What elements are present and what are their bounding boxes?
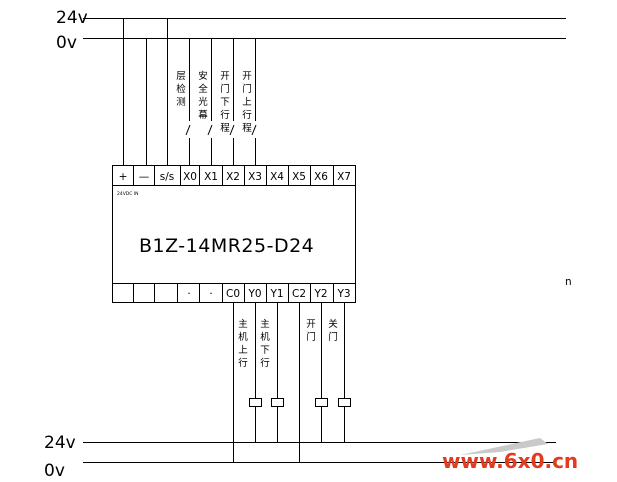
terminal-dot-1: · — [187, 288, 190, 300]
bottom-terminal-labels: · · C0 Y0 Y1 C2 Y2 Y3 — [187, 288, 350, 300]
terminal-y2: Y2 — [313, 288, 327, 300]
input-label-x1: 安 全 光 幕 — [198, 70, 208, 121]
svg-text:门: 门 — [328, 331, 338, 343]
svg-text:门: 门 — [242, 83, 252, 95]
terminal-x0: X0 — [183, 171, 197, 183]
plc-body — [112, 165, 356, 303]
terminal-y1: Y1 — [269, 288, 283, 300]
svg-text:幕: 幕 — [198, 109, 208, 121]
terminal-dot-2: · — [209, 288, 212, 300]
top-24v-label: 24v — [56, 8, 88, 28]
output-y2-wire — [315, 302, 328, 443]
relay-coil-y2 — [315, 398, 328, 407]
watermark-swoosh-icon — [460, 438, 548, 455]
svg-text:行: 行 — [260, 357, 270, 369]
svg-text:下: 下 — [220, 97, 230, 108]
svg-text:光: 光 — [198, 96, 208, 108]
terminal-x5: X5 — [292, 171, 306, 183]
terminal-y0: Y0 — [247, 288, 261, 300]
output-label-y0: 主 机 上 行 — [238, 318, 248, 369]
terminal-c2: C2 — [292, 288, 306, 300]
svg-text:测: 测 — [176, 97, 186, 108]
svg-text:开: 开 — [242, 71, 252, 82]
svg-text:主: 主 — [238, 318, 248, 330]
bottom-24v-label: 24v — [44, 433, 76, 453]
input-label-x2: 开 门 下 行 程 — [220, 71, 230, 134]
terminal-c0: C0 — [226, 288, 240, 300]
svg-text:行: 行 — [220, 109, 230, 121]
relay-coil-y0 — [249, 398, 262, 407]
terminal-x6: X6 — [314, 171, 328, 183]
output-y0-wire — [249, 302, 262, 443]
svg-text:上: 上 — [238, 345, 248, 356]
terminal-y3: Y3 — [336, 288, 350, 300]
output-label-y1: 主 机 下 行 — [260, 318, 270, 369]
terminal-x7: X7 — [337, 171, 351, 183]
svg-text:机: 机 — [260, 331, 270, 343]
input-x0-wire — [185, 38, 191, 166]
svg-text:下: 下 — [260, 345, 270, 356]
output-y1-wire — [271, 302, 284, 443]
svg-text:层: 层 — [176, 71, 186, 82]
terminal-ss: s/s — [160, 171, 174, 183]
svg-text:关: 关 — [328, 318, 338, 330]
svg-text:门: 门 — [220, 83, 230, 95]
relay-coil-y3 — [338, 398, 351, 407]
svg-text:上: 上 — [242, 97, 252, 108]
svg-text:全: 全 — [198, 83, 208, 95]
output-y3-wire — [338, 302, 351, 443]
terminal-x3: X3 — [248, 171, 262, 183]
svg-text:开: 开 — [220, 71, 230, 82]
input-x3-wire — [251, 38, 257, 166]
top-terminal-dividers — [133, 165, 334, 186]
input-x2-wire — [229, 38, 235, 166]
relay-coil-y1 — [271, 398, 284, 407]
plc-power-note: 24VDC IN — [117, 191, 139, 197]
terminal-plus: + — [119, 171, 128, 183]
watermark: www.6x0.cn — [442, 438, 578, 473]
input-x1-wire — [207, 38, 213, 166]
svg-text:安: 安 — [198, 70, 208, 82]
terminal-minus: — — [139, 171, 150, 183]
svg-text:程: 程 — [220, 123, 230, 134]
bottom-0v-label: 0v — [44, 461, 65, 481]
svg-text:行: 行 — [242, 109, 252, 121]
top-terminal-labels: + — s/s X0 X1 X2 X3 X4 X5 X6 X7 — [119, 171, 351, 183]
terminal-x1: X1 — [204, 171, 218, 183]
stray-mark: n — [565, 276, 572, 288]
output-label-y3: 关 门 — [328, 318, 338, 343]
input-label-x3: 开 门 上 行 程 — [242, 71, 252, 134]
terminal-x4: X4 — [270, 171, 284, 183]
plc-model-label: B1Z-14MR25-D24 — [139, 235, 314, 257]
top-0v-label: 0v — [56, 33, 77, 53]
svg-text:机: 机 — [238, 331, 248, 343]
watermark-text: www.6x0.cn — [442, 449, 578, 473]
output-label-y2: 开 门 — [306, 319, 316, 343]
svg-text:开: 开 — [306, 319, 316, 330]
svg-text:程: 程 — [242, 123, 252, 134]
input-label-x0: 层 检 测 — [176, 71, 186, 108]
svg-text:检: 检 — [176, 83, 186, 95]
svg-text:门: 门 — [306, 331, 316, 343]
svg-text:行: 行 — [238, 357, 248, 369]
bottom-terminal-dividers — [133, 283, 334, 303]
svg-text:主: 主 — [260, 318, 270, 330]
terminal-x2: X2 — [226, 171, 240, 183]
